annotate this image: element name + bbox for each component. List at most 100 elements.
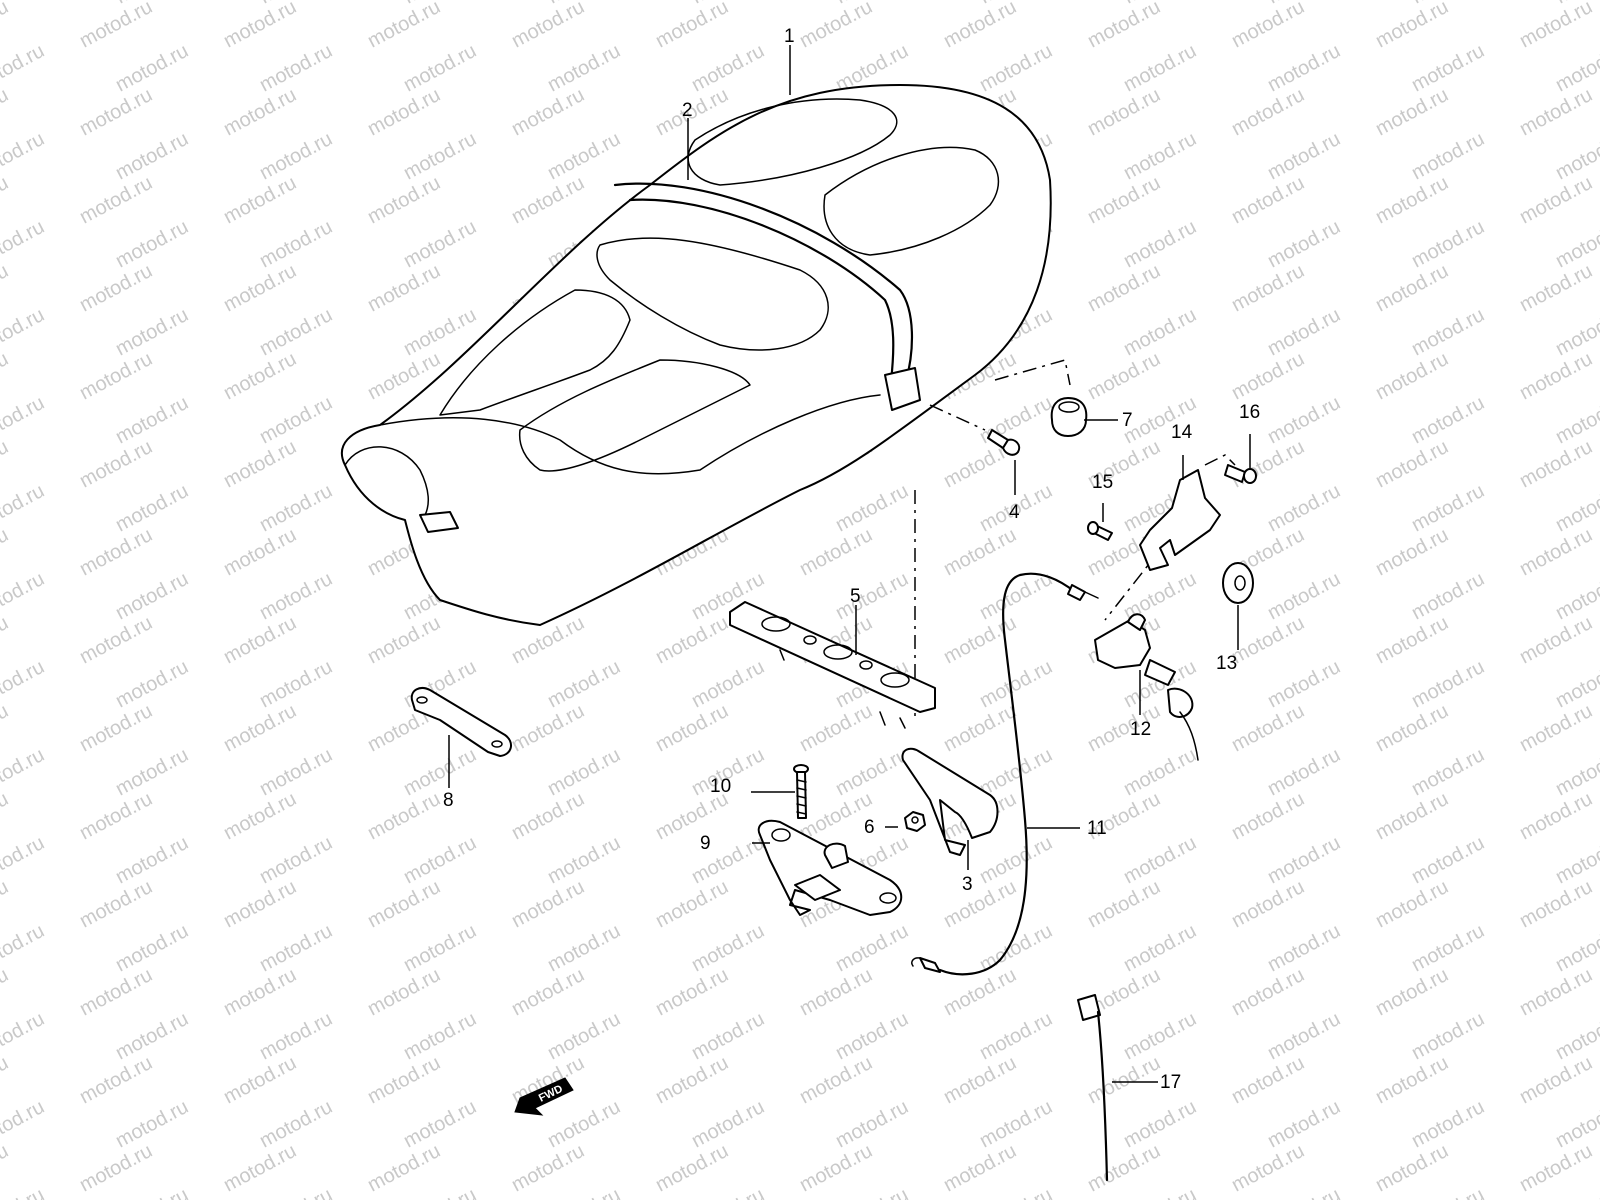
watermark-text: motod.ru	[364, 964, 444, 1020]
watermark-text: motod.ru	[0, 0, 12, 52]
watermark-text: motod.ru	[256, 920, 336, 976]
watermark-text: motod.ru	[220, 700, 300, 756]
watermark-text: motod.ru	[688, 920, 768, 976]
watermark-text: motod.ru	[0, 128, 48, 184]
screw-part	[793, 764, 809, 819]
watermark-text: motod.ru	[220, 964, 300, 1020]
watermark-text: motod.ru	[1552, 920, 1600, 976]
watermark-text: motod.ru	[1552, 744, 1600, 800]
watermark-text: motod.ru	[112, 1096, 192, 1152]
watermark-text: motod.ru	[1516, 1140, 1596, 1196]
watermark-text: motod.ru	[1552, 1184, 1600, 1200]
watermark-text: motod.ru	[1516, 700, 1596, 756]
watermark-text: motod.ru	[1228, 700, 1308, 756]
watermark-text: motod.ru	[112, 656, 192, 712]
watermark-text: motod.ru	[256, 1184, 336, 1200]
watermark-text: motod.ru	[220, 1140, 300, 1196]
watermark-text: motod.ru	[1516, 0, 1596, 52]
watermark-text: motod.ru	[796, 964, 876, 1020]
assembly-line-16	[1204, 454, 1236, 466]
watermark-text: motod.ru	[76, 260, 156, 316]
assembly-line-4	[929, 404, 986, 431]
watermark-text: motod.ru	[796, 0, 876, 52]
watermark-text: motod.ru	[796, 700, 876, 756]
callout-14: 14	[1171, 422, 1193, 443]
watermark-text: motod.ru	[1408, 1096, 1488, 1152]
watermark-text: motod.ru	[940, 700, 1020, 756]
watermark-text: motod.ru	[1516, 172, 1596, 228]
watermark-text: motod.ru	[112, 568, 192, 624]
watermark-text: motod.ru	[796, 1140, 876, 1196]
watermark-text: motod.ru	[940, 876, 1020, 932]
watermark-text: motod.ru	[220, 612, 300, 668]
watermark-text: motod.ru	[1120, 1008, 1200, 1064]
watermark-text: motod.ru	[1372, 700, 1452, 756]
watermark-text: motod.ru	[112, 744, 192, 800]
watermark-text: motod.ru	[0, 656, 48, 712]
callout-10: 10	[710, 776, 731, 797]
watermark-text: motod.ru	[1084, 172, 1164, 228]
watermark-text: motod.ru	[400, 216, 480, 272]
watermark-text: motod.ru	[1084, 876, 1164, 932]
watermark-text: motod.ru	[1264, 128, 1344, 184]
watermark-text: motod.ru	[1228, 876, 1308, 932]
watermark-text: motod.ru	[1372, 172, 1452, 228]
callout-11: 11	[1087, 818, 1107, 839]
watermark-text: motod.ru	[1408, 40, 1488, 96]
watermark-text: motod.ru	[1372, 0, 1452, 52]
watermark-text: motod.ru	[652, 0, 732, 52]
watermark-text: motod.ru	[1516, 436, 1596, 492]
watermark-text: motod.ru	[1120, 216, 1200, 272]
watermark-text: motod.ru	[508, 1140, 588, 1196]
watermark-text: motod.ru	[544, 832, 624, 888]
watermark-text: motod.ru	[400, 744, 480, 800]
watermark-text: motod.ru	[1552, 568, 1600, 624]
lock-mount-bracket-part	[1139, 469, 1221, 571]
watermark-text: motod.ru	[256, 568, 336, 624]
watermark-text: motod.ru	[688, 1096, 768, 1152]
callout-15: 15	[1092, 472, 1113, 493]
watermark-text: motod.ru	[1408, 216, 1488, 272]
watermark-text: motod.ru	[76, 964, 156, 1020]
watermark-text: motod.ru	[76, 700, 156, 756]
watermark-text: motod.ru	[544, 744, 624, 800]
watermark-text: motod.ru	[1516, 788, 1596, 844]
watermark-text: motod.ru	[1516, 612, 1596, 668]
watermark-text: motod.ru	[256, 744, 336, 800]
watermark-text: motod.ru	[508, 876, 588, 932]
watermark-text: motod.ru	[0, 920, 48, 976]
watermark-text: motod.ru	[832, 568, 912, 624]
watermark-text: motod.ru	[1552, 1096, 1600, 1152]
callout-7: 7	[1122, 410, 1133, 431]
lock-screw-part	[1087, 521, 1113, 541]
watermark-text: motod.ru	[256, 392, 336, 448]
watermark-text: motod.ru	[1372, 964, 1452, 1020]
callout-3: 3	[962, 874, 973, 895]
watermark-text: motod.ru	[0, 304, 48, 360]
watermark-text: motod.ru	[0, 744, 48, 800]
watermark-text: motod.ru	[1264, 1184, 1344, 1200]
watermark-text: motod.ru	[976, 1008, 1056, 1064]
watermark-text: motod.ru	[76, 788, 156, 844]
watermark-text: motod.ru	[652, 1052, 732, 1108]
watermark-text: motod.ru	[1084, 260, 1164, 316]
watermark-text: motod.ru	[1408, 392, 1488, 448]
watermark-text: motod.ru	[1120, 744, 1200, 800]
watermark-text: motod.ru	[1552, 216, 1600, 272]
watermark-text: motod.ru	[256, 480, 336, 536]
watermark-text: motod.ru	[1228, 172, 1308, 228]
watermark-text: motod.ru	[76, 876, 156, 932]
watermark-text: motod.ru	[112, 128, 192, 184]
watermark-text: motod.ru	[1372, 84, 1452, 140]
watermark-text: motod.ru	[0, 1096, 48, 1152]
flange-bolt-part	[1224, 464, 1257, 484]
seat-part	[340, 84, 1052, 626]
watermark-text: motod.ru	[1408, 832, 1488, 888]
watermark-text: motod.ru	[220, 84, 300, 140]
watermark-text: motod.ru	[1408, 568, 1488, 624]
seat-lock-part	[757, 819, 903, 916]
watermark-text: motod.ru	[1264, 216, 1344, 272]
watermark-text: motod.ru	[1408, 744, 1488, 800]
watermark-text: motod.ru	[112, 40, 192, 96]
callout-8: 8	[443, 790, 454, 811]
